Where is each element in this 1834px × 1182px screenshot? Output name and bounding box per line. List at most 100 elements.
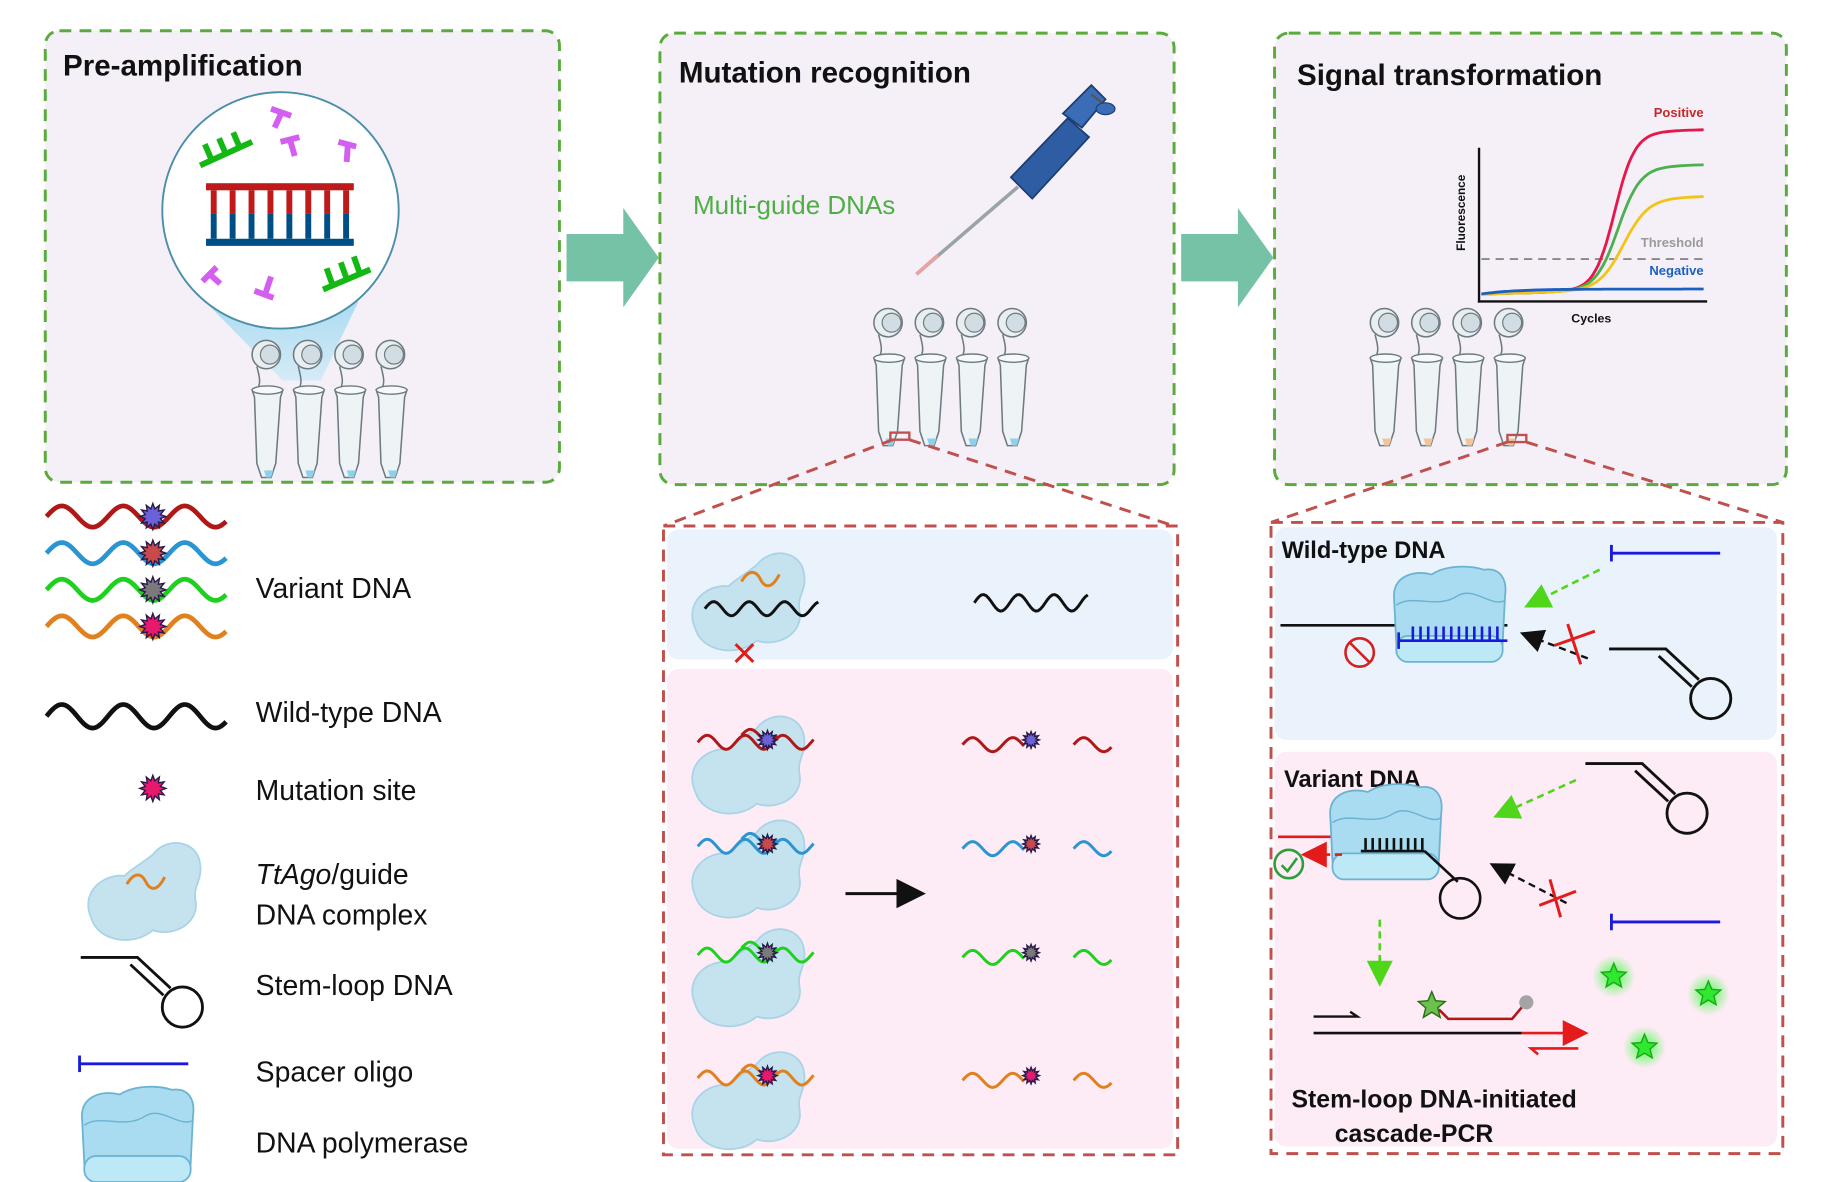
mutation-site-icon <box>137 611 168 642</box>
wildtype-dna-icon <box>44 702 228 731</box>
green-arrow <box>1493 778 1577 819</box>
variant-dna-icon <box>44 613 228 640</box>
chart-legend-positive: Positive <box>1654 105 1704 120</box>
pipette-icon <box>915 83 1116 276</box>
mutation-site-icon <box>137 501 168 532</box>
double-strand-dna-icon <box>206 183 354 246</box>
stem-loop-icon <box>79 956 204 1029</box>
check-icon <box>1273 848 1305 880</box>
cascade-pcr-icon <box>1313 989 1589 1056</box>
zoom-connectors <box>662 438 1784 528</box>
magnified-view <box>161 91 400 330</box>
variant-cleavage-row <box>691 1051 1113 1151</box>
target-strand <box>696 946 815 964</box>
mutation-site-icon <box>137 773 168 804</box>
chart-ylabel: Fluorescence <box>1454 174 1468 251</box>
fluorescence-signal <box>1592 955 1730 1069</box>
cascade-caption-line2: cascade-PCR <box>1335 1121 1494 1148</box>
cleaved-fragment <box>1072 948 1113 966</box>
green-arrow <box>1524 568 1601 608</box>
chart-threshold-label: Threshold <box>1641 235 1704 250</box>
quencher-icon <box>1519 995 1534 1010</box>
legend-item-ttago-complex: TtAgo/guide DNA complex <box>87 842 428 941</box>
cross-icon <box>1538 879 1577 918</box>
variant-dna-icon <box>44 576 228 603</box>
cascade-caption-line1: Stem-loop DNA-initiated <box>1291 1087 1576 1114</box>
legend-label: Variant DNA <box>256 573 412 605</box>
zoom-marker <box>1506 433 1528 444</box>
target-strand <box>696 837 815 855</box>
uncleaved-wildtype-dna <box>973 593 1089 613</box>
cleaved-fragment <box>961 1071 1026 1089</box>
panel-title: Pre-amplification <box>63 50 303 83</box>
blocked-icon <box>1344 636 1376 668</box>
primer-icon <box>198 131 372 293</box>
legend-label: Wild-type DNA <box>256 697 442 729</box>
cleaved-fragment <box>961 736 1026 754</box>
cleaved-fragment <box>1072 840 1113 858</box>
legend-label: Mutation site <box>256 775 417 807</box>
wildtype-title: Wild-type DNA <box>1282 538 1446 564</box>
dna-polymerase-icon <box>1329 783 1443 881</box>
chart-legend-negative: Negative <box>1649 263 1703 278</box>
mutation-site-icon <box>137 773 168 804</box>
signal-detail: Wild-type DNA Variant DNA <box>1269 520 1785 1156</box>
chart-xlabel: Cycles <box>1571 312 1611 326</box>
flow-arrow-1 <box>566 208 659 308</box>
spacer-bound-icon <box>1397 626 1508 649</box>
legend: Variant DNA Wild-type DNA Mutation site … <box>44 501 469 1182</box>
variant-dna-icon <box>44 540 228 567</box>
zoom-marker <box>889 431 911 441</box>
multi-guide-label: Multi-guide DNAs <box>693 190 895 220</box>
mutation-site-icon <box>1020 1065 1042 1086</box>
flow-arrow-2 <box>1181 208 1274 308</box>
mutation-site-icon <box>1020 729 1042 751</box>
wildtype-complex <box>691 552 1089 663</box>
variant-cleavage-row <box>691 928 1113 1028</box>
panel-title: Mutation recognition <box>679 57 971 90</box>
mutation-site-icon <box>755 832 780 856</box>
cleaved-fragment <box>961 840 1026 858</box>
mutation-site-icon <box>755 1064 780 1088</box>
legend-label-line2: DNA complex <box>256 899 428 931</box>
legend-item-stem-loop: Stem-loop DNA <box>79 956 453 1029</box>
target-strand <box>696 733 815 751</box>
mutation-site-icon <box>1020 833 1042 855</box>
legend-label: TtAgo/guide <box>256 859 409 891</box>
variant-cleavage-row <box>691 715 1113 815</box>
cleaved-fragment <box>1072 736 1113 754</box>
detail-frame <box>661 524 1180 1157</box>
legend-item-variant-dna: Variant DNA <box>44 501 412 642</box>
legend-item-spacer-oligo: Spacer oligo <box>78 1054 414 1089</box>
panel-mutation-recognition: Mutation recognition Multi-guide DNAs <box>658 31 1176 487</box>
legend-label: Spacer oligo <box>256 1057 414 1089</box>
panel-title: Signal transformation <box>1297 59 1602 92</box>
mutation-site-icon <box>1020 942 1042 963</box>
dntp-icon <box>200 105 357 301</box>
blocked-arrow <box>1519 629 1589 660</box>
legend-label: DNA polymerase <box>256 1127 469 1159</box>
dna-polymerase-icon <box>81 1085 195 1182</box>
variant-dna-icon <box>44 503 228 530</box>
mutation-site-icon <box>137 538 168 569</box>
legend-item-dna-polymerase: DNA polymerase <box>81 1085 469 1182</box>
panel-signal-transformation: Signal transformation Fluorescence Cycle… <box>1273 31 1788 487</box>
legend-label: Stem-loop DNA <box>256 970 453 1002</box>
qpcr-chart: Fluorescence Cycles Threshold PositiveNe… <box>1454 105 1708 326</box>
mutation-site-icon <box>755 728 780 752</box>
cross-icon <box>1554 623 1596 665</box>
chart-series-negative <box>1481 287 1704 296</box>
variant-cleavage-row <box>691 819 1113 919</box>
stem-loop-bound <box>1360 838 1482 920</box>
recognition-detail <box>661 524 1180 1157</box>
legend-item-wildtype-dna: Wild-type DNA <box>44 697 442 731</box>
no-cleavage-icon <box>734 643 755 663</box>
ttago-complex-icon <box>87 842 202 941</box>
spacer-oligo-icon <box>78 1054 190 1074</box>
guide-dna-icon <box>125 873 166 890</box>
mutation-site-icon <box>755 941 780 965</box>
cleaved-fragment <box>1072 1071 1113 1089</box>
fluorophore-icon <box>1416 989 1447 1019</box>
target-strand <box>696 1069 815 1087</box>
